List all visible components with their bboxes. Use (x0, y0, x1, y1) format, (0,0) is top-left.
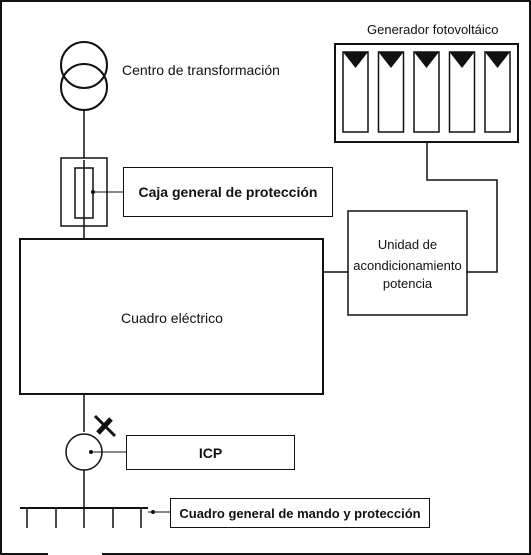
icp-label-box: ICP (126, 435, 295, 470)
pv-module-diode-icon (378, 52, 404, 68)
power-unit-box (347, 210, 468, 316)
power-unit-label-line2: acondicionamiento (353, 258, 462, 273)
bus-leader-dot (151, 510, 155, 514)
power-unit-label-line1: Unidad de (377, 237, 438, 252)
wire-unit-pv (426, 142, 498, 273)
transformer-coil-top (60, 41, 108, 89)
transformer-label: Centro de transformación (122, 62, 280, 78)
icp-actuator-bar (96, 417, 113, 435)
icp-leader-dot (89, 450, 93, 454)
main-panel-label: Cuadro general de mando y protección (179, 505, 421, 521)
pv-module-diode-icon (449, 52, 475, 68)
protection-box-label-box: Caja general de protección (123, 167, 333, 217)
electrical-panel-label: Cuadro eléctrico (121, 310, 223, 326)
pv-module-panel (377, 51, 405, 133)
protection-box-label: Caja general de protección (138, 184, 318, 200)
pv-module-diode-icon (414, 52, 439, 68)
electrical-panel-box (19, 238, 324, 395)
pv-module-diode-icon (343, 52, 368, 68)
pv-modules-group (342, 51, 511, 133)
main-panel-label-box: Cuadro general de mando y protección (170, 498, 430, 528)
pv-generator-label: Generador fotovoltáico (367, 22, 499, 37)
pv-module-diode-icon (485, 52, 510, 68)
icp-label: ICP (198, 444, 223, 461)
power-unit-label-line3: potencia (382, 276, 433, 291)
cgp-leader-dot (91, 190, 95, 194)
